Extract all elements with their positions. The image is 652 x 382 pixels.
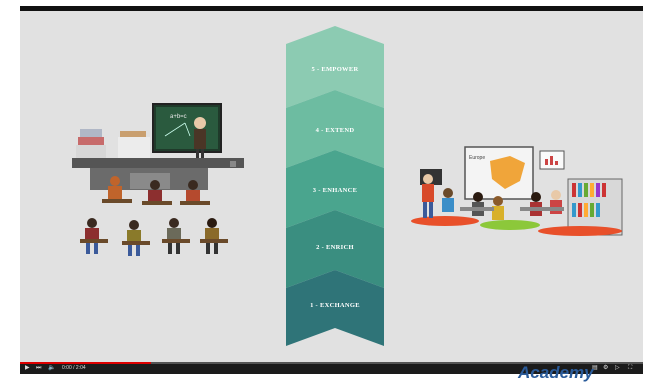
chevron-step-1 [286, 270, 384, 346]
map-label: Europe [469, 155, 485, 161]
chevron-step-2 [286, 210, 384, 288]
step-1-label: 1 - EXCHANGE [310, 302, 360, 309]
youtube-logo-icon[interactable]: ▷ [615, 365, 620, 371]
step-4-label: 4 - EXTEND [315, 127, 355, 134]
video-player[interactable]: a+b=c [20, 6, 643, 374]
settings-icon[interactable]: ⚙ [603, 365, 609, 371]
progress-bar[interactable] [20, 362, 643, 364]
fullscreen-icon[interactable]: ⛶ [628, 365, 633, 371]
video-frame[interactable]: a+b=c [20, 11, 643, 362]
step-3-label: 3 - ENHANCE [312, 187, 358, 194]
chevron-step-3 [286, 150, 384, 228]
step-2-label: 2 - ENRICH [316, 244, 354, 251]
step-5-label: 5 - EMPOWER [311, 66, 359, 73]
next-icon[interactable]: ⏭ [36, 365, 42, 371]
chevron-stack [286, 26, 384, 346]
traditional-classroom-illustration: a+b=c [72, 103, 623, 256]
time-display: 0:00 / 2:04 [62, 365, 86, 371]
volume-icon[interactable]: 🔈 [48, 365, 56, 371]
captions-icon[interactable]: ▤ [592, 365, 598, 371]
blackboard-text: a+b=c [170, 114, 187, 120]
chevron-step-5 [286, 26, 384, 108]
ladder-diagram: 5 - EMPOWER 4 - EXTEND 3 - ENHANCE 2 - E… [286, 26, 384, 346]
player-top-bar [20, 6, 643, 11]
player-controls: ▶ ⏭ 🔈 0:00 / 2:04 ▤ ⚙ ▷ ⛶ [20, 362, 643, 374]
progress-bar-fill [20, 362, 151, 364]
play-icon[interactable]: ▶ [25, 365, 30, 371]
brand-wordmark: Academy [518, 363, 594, 382]
chevron-step-4 [286, 90, 384, 168]
